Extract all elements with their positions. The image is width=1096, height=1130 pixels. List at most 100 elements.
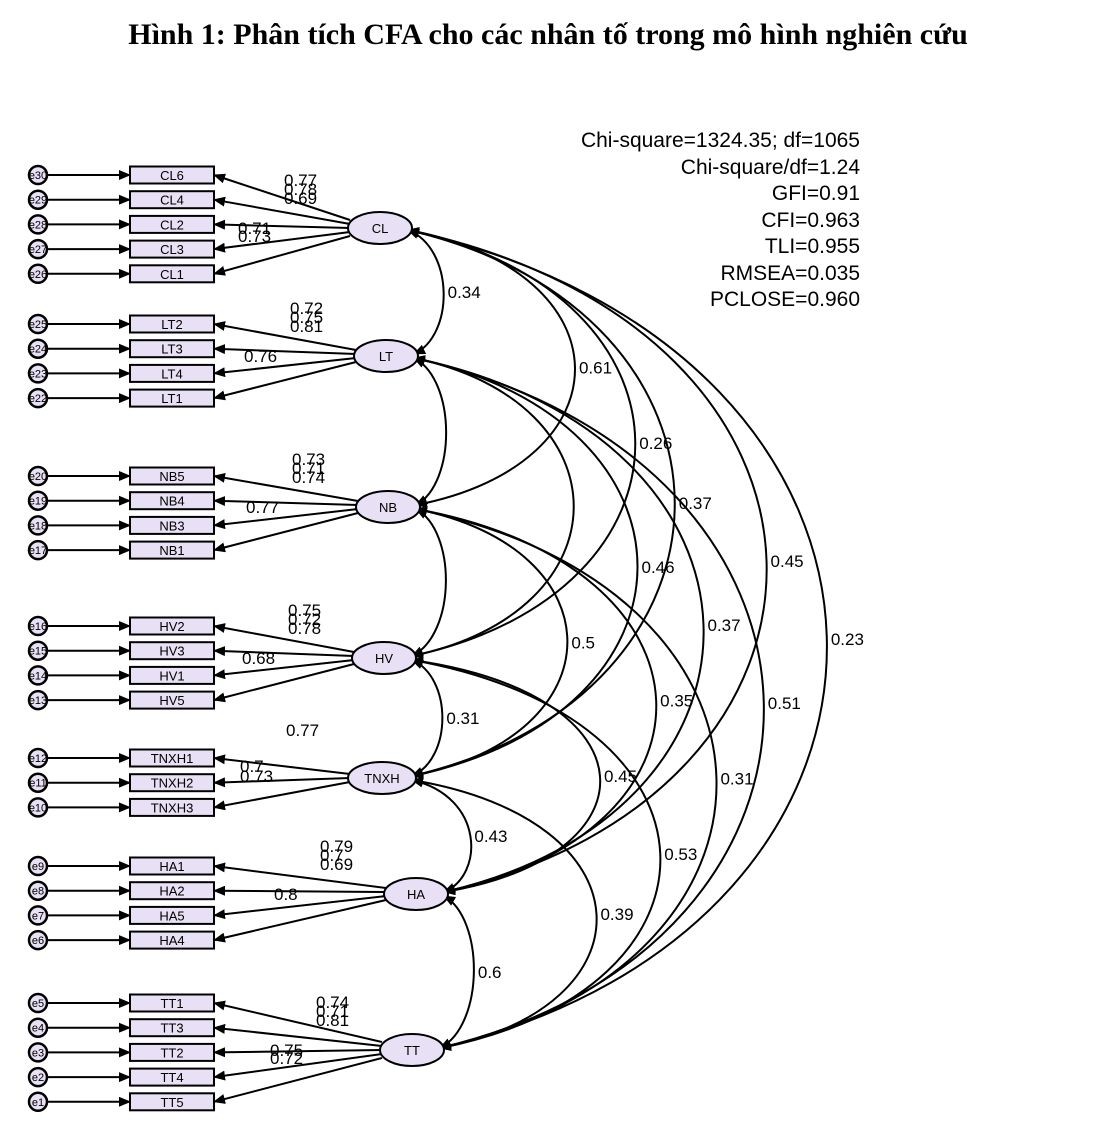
indicator-label-ha1: HA1 <box>159 859 184 874</box>
correlation-arc-ha-tt <box>439 895 475 1049</box>
loading-arrow-tt4 <box>213 1053 383 1081</box>
loading-value-cl6: 0.77 <box>284 171 317 190</box>
latent-label-hv: HV <box>375 651 393 666</box>
latent-factor-tnxh <box>347 761 417 795</box>
correlation-arc-tnxh-tt <box>411 776 598 1051</box>
loading-value-lt1: 0.76 <box>244 347 277 366</box>
indicator-label-hv2: HV2 <box>159 619 184 634</box>
indicator-label-tt2: TT2 <box>160 1045 183 1060</box>
correlation-arc-hv-ha <box>411 656 601 896</box>
indicator-label-lt3: LT3 <box>161 342 182 357</box>
loading-value-ha5: 0.69 <box>320 855 353 874</box>
loading-value-tnxh2: 0.7 <box>240 757 264 776</box>
loading-arrow-ha5 <box>213 895 387 920</box>
loading-arrow-tt2 <box>213 1047 383 1058</box>
error-label-e4: e4 <box>32 1023 44 1035</box>
error-label-e14: e14 <box>29 670 47 682</box>
error-label-e8: e8 <box>32 886 44 898</box>
loading-arrow-nb1 <box>213 512 359 553</box>
error-label-e29: e29 <box>29 195 47 207</box>
loading-value-hv1: 0.78 <box>288 619 321 638</box>
loading-value-cl2: 0.69 <box>284 189 317 208</box>
indicator-label-tt3: TT3 <box>160 1021 183 1036</box>
indicator-label-tt4: TT4 <box>160 1070 183 1085</box>
correlation-arc-lt-tnxh <box>411 355 639 779</box>
loading-arrow-ha4 <box>213 899 387 943</box>
latent-factor-tt <box>379 1033 445 1067</box>
loading-arrow-tnxh2 <box>213 777 351 788</box>
loading-value-ha2: 0.7 <box>320 846 344 865</box>
fit-stat-rmsea: RMSEA=0.035 <box>720 261 861 285</box>
error-label-e5: e5 <box>32 998 44 1010</box>
correlation-label-cl-lt: 0.34 <box>448 283 481 302</box>
error-label-e18: e18 <box>29 520 47 532</box>
indicator-label-lt2: LT2 <box>161 317 182 332</box>
latent-factor-hv <box>351 641 417 675</box>
error-label-e28: e28 <box>29 219 47 231</box>
correlation-label-nb-tt: 0.31 <box>720 770 753 789</box>
loading-value-lt3: 0.75 <box>290 308 323 327</box>
indicator-label-hv3: HV3 <box>159 644 184 659</box>
correlation-label-hv-tt: 0.53 <box>664 845 697 864</box>
correlation-label-lt-tt: 0.51 <box>768 694 801 713</box>
loading-value-tnxh1: 0.77 <box>286 721 319 740</box>
latent-label-nb: NB <box>379 500 397 515</box>
latent-label-tt: TT <box>404 1043 420 1058</box>
error-label-e26: e26 <box>29 269 47 281</box>
loading-arrow-cl2 <box>213 219 351 230</box>
latent-label-tnxh: TNXH <box>364 771 399 786</box>
correlation-arc-hv-tnxh <box>411 659 444 777</box>
loading-arrow-tt5 <box>213 1057 383 1104</box>
loading-arrow-hv5 <box>213 663 355 703</box>
fit-stat-chi-square-df: Chi-square/df=1.24 <box>680 155 860 179</box>
correlation-arc-cl-tt <box>407 227 828 1051</box>
loading-arrow-ha1 <box>213 862 387 889</box>
error-label-e27: e27 <box>29 244 47 256</box>
error-label-e9: e9 <box>32 861 44 873</box>
loading-arrow-lt2 <box>213 321 357 351</box>
error-label-e6: e6 <box>32 935 44 947</box>
indicator-label-tnxh2: TNXH2 <box>151 776 194 791</box>
loading-value-hv2: 0.75 <box>288 601 321 620</box>
loading-arrow-hv3 <box>213 646 355 657</box>
indicator-label-cl2: CL2 <box>160 217 184 232</box>
error-label-e15: e15 <box>29 646 47 658</box>
indicator-label-nb4: NB4 <box>159 494 184 509</box>
figure-title: Hình 1: Phân tích CFA cho các nhân tố tr… <box>128 18 968 51</box>
loading-value-cl3: 0.71 <box>238 219 271 238</box>
loading-value-tnxh3: 0.73 <box>240 767 273 786</box>
indicator-label-hv1: HV1 <box>159 668 184 683</box>
error-label-e17: e17 <box>29 545 47 557</box>
correlation-label-tnxh-tt: 0.39 <box>600 905 633 924</box>
error-label-e1: e1 <box>32 1097 44 1109</box>
loading-arrow-tt3 <box>213 1023 383 1047</box>
correlation-label-lt-tnxh: 0.46 <box>642 558 675 577</box>
indicator-label-ha5: HA5 <box>159 908 184 923</box>
error-label-e12: e12 <box>29 753 47 765</box>
indicator-label-lt4: LT4 <box>161 366 182 381</box>
loading-value-nb4: 0.71 <box>292 459 325 478</box>
indicator-label-cl4: CL4 <box>160 193 184 208</box>
correlation-arc-lt-tt <box>413 355 765 1051</box>
latent-factor-lt <box>353 339 419 373</box>
indicator-label-tnxh3: TNXH3 <box>151 800 194 815</box>
loading-value-nb3: 0.74 <box>292 468 325 487</box>
error-label-e23: e23 <box>29 368 47 380</box>
loading-arrow-cl4 <box>213 196 351 225</box>
indicator-label-hv5: HV5 <box>159 693 184 708</box>
correlation-arc-nb-tt <box>415 506 718 1051</box>
loading-arrow-cl1 <box>213 235 351 276</box>
loading-arrow-lt3 <box>213 344 357 355</box>
loading-arrow-nb5 <box>213 472 359 502</box>
loading-value-lt2: 0.72 <box>290 299 323 318</box>
loading-arrow-lt4 <box>213 357 357 378</box>
fit-stat-tli: TLI=0.955 <box>764 235 860 258</box>
latent-factor-cl <box>347 211 413 245</box>
